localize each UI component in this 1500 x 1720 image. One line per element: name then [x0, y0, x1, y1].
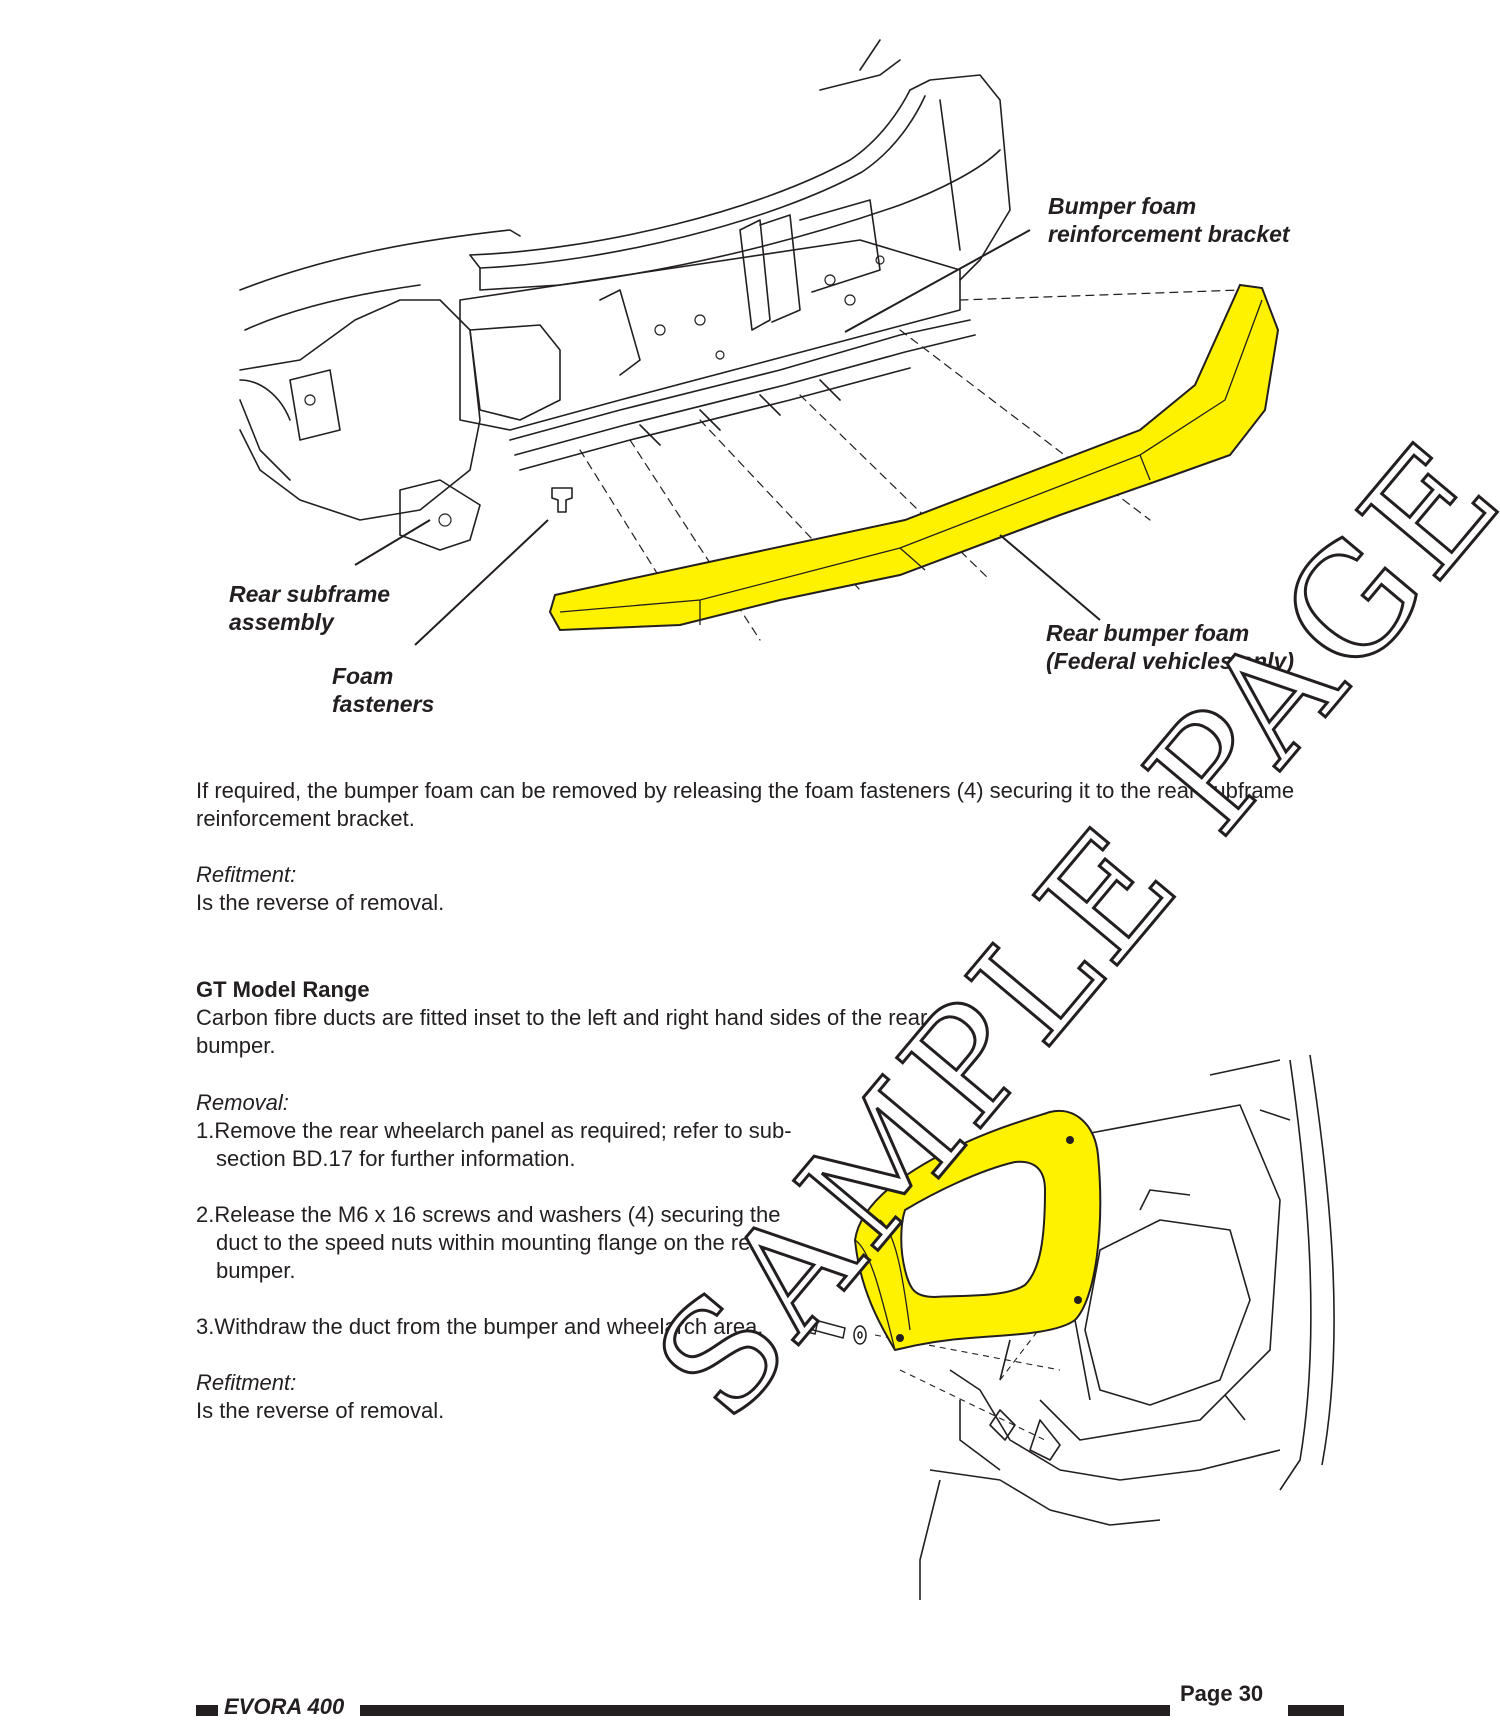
gt-section: GT Model Range Carbon fibre ducts are fi… — [196, 976, 946, 1060]
callout-foam-fasteners: Foam fasteners — [332, 663, 435, 717]
callout-rear-subframe: Rear subframe assembly — [229, 581, 391, 635]
removal-step: 3.Withdraw the duct from the bumper and … — [196, 1314, 764, 1339]
refitment-heading: Refitment: — [196, 862, 297, 887]
refitment-body-2: Is the reverse of removal. — [196, 1398, 445, 1423]
carbon-duct-highlight — [853, 1109, 1102, 1352]
footer-model: EVORA 400 — [224, 1694, 345, 1719]
gt-heading: GT Model Range — [196, 977, 370, 1002]
gt-body: Carbon fibre ducts are fitted inset to t… — [196, 1005, 928, 1058]
removal-step: 2.Release the M6 x 16 screws and washers… — [196, 1202, 781, 1283]
footer-bar-right — [1288, 1705, 1344, 1716]
footer-bar-left — [196, 1705, 218, 1716]
removal-heading: Removal: — [196, 1090, 289, 1115]
footer-page-number: Page 30 — [1180, 1681, 1264, 1706]
callout-bumper-foam-bracket: Bumper foam reinforcement bracket — [1048, 193, 1290, 247]
callout-rear-bumper-foam: Rear bumper foam (Federal vehicles only) — [1046, 620, 1294, 674]
intro-paragraph-block: If required, the bumper foam can be remo… — [196, 777, 1356, 917]
refitment-heading-2: Refitment: — [196, 1370, 297, 1395]
removal-section: Removal: 1.Remove the rear wheelarch pan… — [196, 1089, 808, 1425]
refitment-body: Is the reverse of removal. — [196, 890, 445, 915]
removal-step: 1.Remove the rear wheelarch panel as req… — [196, 1118, 792, 1171]
footer-bar-middle — [360, 1705, 1170, 1716]
rear-bumper-foam-highlight — [548, 283, 1280, 632]
intro-paragraph: If required, the bumper foam can be remo… — [196, 778, 1295, 831]
